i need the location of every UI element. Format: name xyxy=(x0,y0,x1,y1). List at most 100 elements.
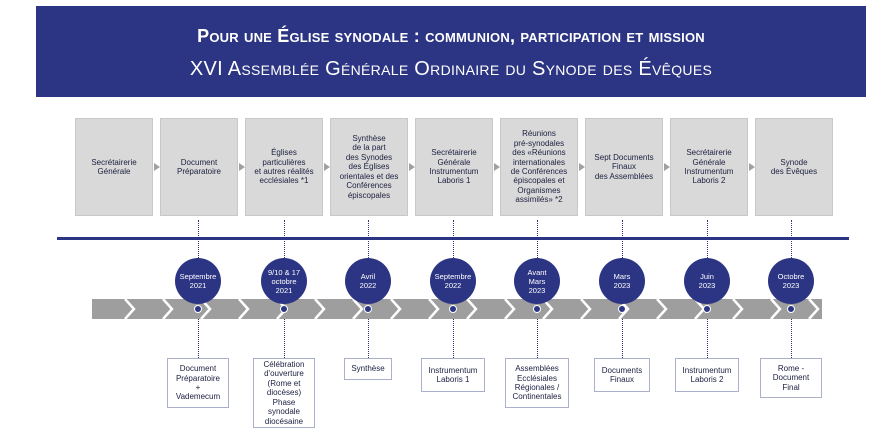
stage-label-line: Laboris 2 xyxy=(692,176,726,186)
stage-label-line: Sept Documents xyxy=(594,152,654,162)
stage-label-line: internationales xyxy=(512,157,566,167)
date-label-line: Mars xyxy=(528,276,546,286)
output-label-line: Vademecum xyxy=(175,392,221,402)
stage-label-line: Synthèse xyxy=(352,133,386,143)
timeline-dot xyxy=(364,305,372,313)
stage-label-line: des «Réunions xyxy=(512,148,566,158)
stage-label-line: Instrumentum xyxy=(429,167,479,176)
chevron-right-icon xyxy=(808,299,820,319)
stage-label-line: des Églises xyxy=(348,162,390,172)
chevron-right-icon xyxy=(656,299,668,319)
stage-label-line: Réunions xyxy=(522,129,556,139)
connector-line xyxy=(284,220,285,258)
connector-line xyxy=(791,220,792,258)
stage-label-line: Secrétairerie xyxy=(91,157,137,167)
connector-line xyxy=(453,220,454,258)
output-label-line: + xyxy=(195,383,201,392)
header-banner: Pour une Église synodale : communion, pa… xyxy=(36,6,866,97)
output-label-line: Régionales / xyxy=(514,383,560,392)
output-label-line: Documents xyxy=(601,365,643,375)
flow-arrow-icon xyxy=(324,163,330,171)
chevron-right-icon xyxy=(732,299,744,319)
output-label-line: Célébration xyxy=(263,359,305,369)
output-label-line: Document xyxy=(772,373,810,383)
chevron-right-icon xyxy=(580,299,592,319)
connector-line xyxy=(368,319,369,358)
stage-label-line: des Évêques xyxy=(770,167,818,176)
date-label-line: 2022 xyxy=(444,281,462,290)
output-label-line: diocèses) xyxy=(266,388,302,398)
chevron-right-icon xyxy=(352,299,364,319)
stage-label-line: Générale xyxy=(692,157,726,167)
timeline-dot xyxy=(280,305,288,313)
connector-line xyxy=(198,220,199,258)
output-label-line: Assemblées xyxy=(515,364,559,374)
timeline-dot xyxy=(618,305,626,313)
stage-label-line: de la part xyxy=(352,143,386,153)
connector-line xyxy=(707,220,708,258)
stage-label-line: des Synodes xyxy=(345,152,393,162)
output-label-line: Continentales xyxy=(512,392,562,402)
flow-arrow-icon xyxy=(664,163,670,171)
connector-line xyxy=(707,319,708,358)
output-label-line: Laboris 1 xyxy=(436,375,470,384)
output-label-line: Laboris 2 xyxy=(690,375,724,384)
connector-line xyxy=(791,319,792,358)
timeline-dot xyxy=(449,305,457,313)
connector-line xyxy=(622,319,623,358)
stage-label-line: Laboris 1 xyxy=(437,176,471,186)
chevron-right-icon xyxy=(162,299,174,319)
connector-line xyxy=(198,319,199,358)
stage-label-line: particulières xyxy=(262,157,306,167)
stage-label-line: Églises xyxy=(271,148,297,158)
date-label-line: Septembre xyxy=(434,272,472,281)
chevron-right-icon xyxy=(542,299,554,319)
output-label-line: Préparatoire xyxy=(175,373,220,383)
stage-label-line: Préparatoire xyxy=(176,167,222,176)
date-label-line: 9/10 & 17 xyxy=(267,267,301,277)
stage-label-line: pré-synodales xyxy=(513,138,565,148)
date-label-line: Avril xyxy=(360,272,376,281)
chevron-right-icon xyxy=(466,299,478,319)
chevron-right-icon xyxy=(124,299,136,319)
date-label-line: Septembre xyxy=(179,272,217,281)
stage-label-line: Secrétairerie xyxy=(431,148,477,158)
stage-label-line: Conférences xyxy=(346,181,392,191)
output-box: Synthèse xyxy=(344,358,392,380)
stage-label-line: Générale xyxy=(437,157,471,167)
output-label-line: diocésaine xyxy=(264,416,304,426)
timeline-dot xyxy=(194,305,202,313)
stage-label-line: épiscopales xyxy=(347,190,391,200)
date-label-line: Octobre xyxy=(777,272,805,281)
stage-label-line: Organismes xyxy=(517,185,561,195)
date-label-line: Juin xyxy=(700,272,714,281)
output-label-line: Synthèse xyxy=(351,364,385,374)
connector-line xyxy=(368,220,369,258)
output-label-line: (Rome et xyxy=(267,378,301,388)
connector-line xyxy=(622,220,623,258)
main-title: Pour une Église synodale : communion, pa… xyxy=(197,26,705,46)
chevron-right-icon xyxy=(428,299,440,319)
output-label-line: Rome - xyxy=(777,363,805,373)
